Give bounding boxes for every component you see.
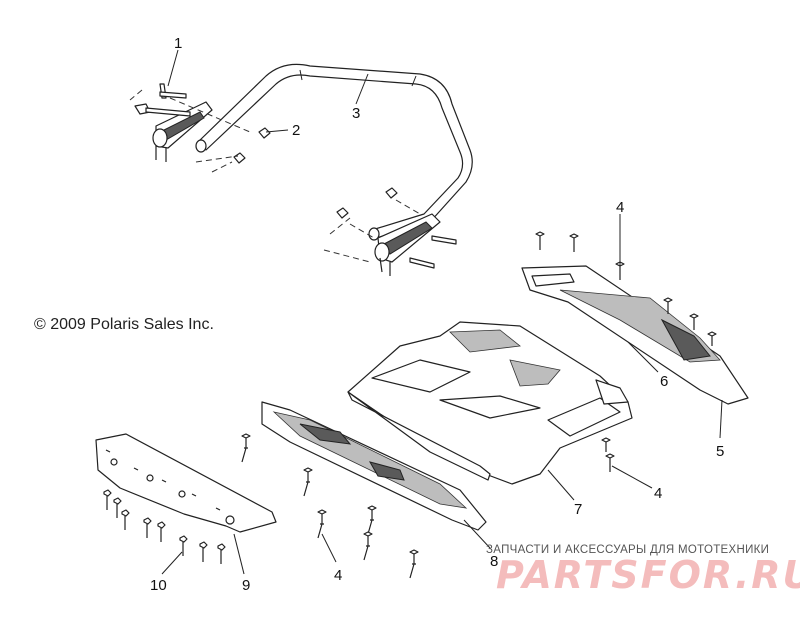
callout-2: 2 xyxy=(292,122,300,139)
grab-bar xyxy=(195,63,473,241)
callout-3: 3 xyxy=(352,105,360,122)
callout-leaders xyxy=(161,49,723,575)
left-rail xyxy=(261,401,487,531)
callout-6: 6 xyxy=(660,373,668,390)
right-mount-bracket xyxy=(323,187,457,276)
copyright-notice: © 2009 Polaris Sales Inc. xyxy=(34,316,214,333)
callout-4-top: 4 xyxy=(616,199,624,216)
callout-10: 10 xyxy=(150,577,167,594)
skid-plate xyxy=(347,321,633,485)
fasteners xyxy=(103,231,717,579)
front-plate xyxy=(95,433,277,533)
callout-9: 9 xyxy=(242,577,250,594)
callout-5: 5 xyxy=(716,443,724,460)
callout-7: 7 xyxy=(574,501,582,518)
callout-8: 8 xyxy=(490,553,498,570)
callout-1: 1 xyxy=(174,35,182,52)
left-mount-bracket xyxy=(129,83,271,173)
watermark-subtitle: ЗАПЧАСТИ И АКСЕССУАРЫ ДЛЯ МОТОТЕХНИКИ xyxy=(486,544,770,556)
callout-4-bottom: 4 xyxy=(334,567,342,584)
watermark-logo: PARTSFOR.RU xyxy=(496,553,800,597)
right-rail-panel xyxy=(521,265,749,405)
callout-numbers: 1 2 3 4 5 6 7 4 8 4 9 10 xyxy=(150,35,724,594)
callout-4-right: 4 xyxy=(654,485,662,502)
